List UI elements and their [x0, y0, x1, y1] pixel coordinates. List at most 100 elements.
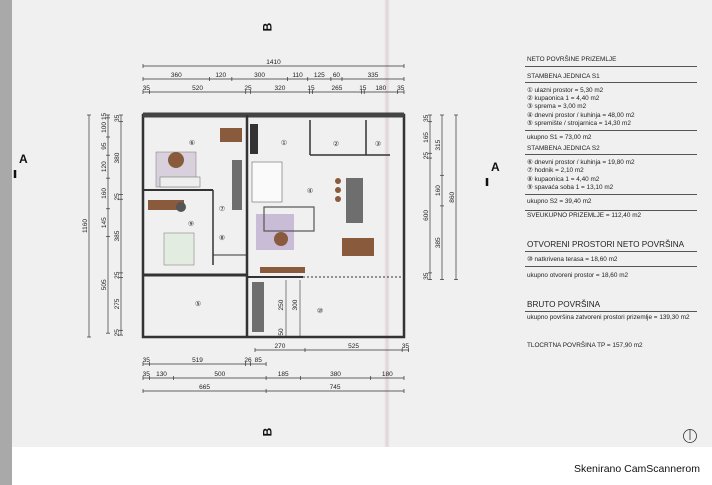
cabinet — [250, 124, 258, 154]
room-number: ② — [333, 140, 339, 148]
dimension-label: 25 — [114, 271, 121, 279]
terrace-dimension-label: 300 — [292, 299, 299, 310]
dimension-label: 145 — [101, 217, 108, 228]
dimension-label: 160 — [101, 188, 108, 199]
sofa-s2 — [159, 176, 201, 188]
dimension-label: 1410 — [266, 59, 281, 66]
dimension-label: 85 — [255, 357, 263, 364]
dimension-label: 385 — [435, 237, 442, 248]
divider — [525, 266, 697, 267]
dimension-label: 35 — [143, 357, 151, 364]
dimension-label: 25 — [114, 329, 121, 337]
dimension-label: 26 — [244, 357, 252, 364]
dimension-label: 35 — [143, 371, 151, 378]
s1-item: ① ulazni prostor = 5,30 m2 — [527, 87, 604, 94]
storage-counter — [252, 282, 264, 332]
dimension-label: 505 — [101, 279, 108, 290]
coffee-table-s2 — [168, 152, 184, 168]
dimension-label: 385 — [114, 230, 121, 241]
divider — [525, 130, 697, 131]
s1-item: ② kupaonica 1 = 4,40 m2 — [527, 95, 600, 102]
open-item: ⑩ natkrivena terasa = 18,60 m2 — [527, 256, 618, 263]
paper-fold — [384, 0, 390, 447]
staircase — [251, 161, 283, 203]
dimension-label: 500 — [214, 371, 225, 378]
s2-heading: STAMBENA JEDNICA S2 — [527, 145, 600, 152]
furniture — [148, 124, 374, 332]
dimension-label: 270 — [275, 343, 286, 350]
footprint: TLOCRTNA POVRŠINA TP = 157,90 m2 — [527, 342, 643, 349]
room-number: ⑥ — [189, 139, 195, 147]
terrace-dimension-label: 250 — [278, 299, 285, 310]
desk — [148, 200, 184, 210]
s1-item: ③ sprema = 3,00 m2 — [527, 103, 587, 110]
open-total: ukupno otvoreni prostor = 18,60 m2 — [527, 272, 629, 279]
dimension-label: 360 — [171, 72, 182, 79]
dimension-label: 380 — [114, 152, 121, 163]
kitchen-island — [346, 178, 363, 223]
bar-stool — [335, 196, 341, 202]
gross-item: ukupno površina zatvoreni prostori prize… — [527, 314, 690, 321]
dimension-label: 315 — [435, 139, 442, 150]
walls — [141, 112, 406, 339]
dimension-label: 130 — [156, 371, 167, 378]
dimension-label: 120 — [215, 72, 226, 79]
dining-table-s2 — [220, 128, 242, 142]
dimension-label: 335 — [368, 72, 379, 79]
dimension-label: 15 — [359, 85, 367, 92]
section-b-bottom: B — [260, 427, 275, 437]
section-a-left: A — [19, 152, 28, 166]
dimension-label: 125 — [314, 72, 325, 79]
bed — [163, 232, 195, 266]
bar-stool — [335, 178, 341, 184]
divider — [525, 311, 697, 312]
sofa-s1 — [263, 206, 315, 232]
dimension-label: 120 — [101, 161, 108, 172]
terrace-dimension-label: 50 — [278, 328, 285, 336]
s1-item: ④ dnevni prostor / kuhinja = 48,00 m2 — [527, 112, 635, 119]
coffee-table-s1 — [274, 232, 288, 246]
divider — [525, 82, 697, 83]
room-number: ⑨ — [188, 220, 194, 228]
s2-item: ⑥ dnevni prostor / kuhinja = 19,80 m2 — [527, 159, 635, 166]
room-number: ④ — [307, 187, 313, 195]
dimension-label: 35 — [423, 272, 430, 280]
scanner-watermark: Skenirano CamScannerom — [573, 463, 700, 475]
s1-total: ukupno S1 = 73,00 m2 — [527, 134, 592, 141]
dimension-label: 275 — [114, 298, 121, 309]
dimension-label: 165 — [423, 132, 430, 143]
dimension-label: 15 — [307, 85, 315, 92]
section-a-right: A — [491, 160, 500, 174]
gross-heading: BRUTO POVRŠINA — [527, 300, 601, 309]
chair — [176, 202, 186, 212]
dimension-label: 320 — [275, 85, 286, 92]
dimension-label: 300 — [254, 72, 265, 79]
dimension-label: 180 — [382, 371, 393, 378]
dimension-label: 35 — [397, 85, 405, 92]
s1-item: ⑤ spremište / strojarnica = 14,30 m2 — [527, 120, 631, 127]
legend-title: NETO POVRŠINE PRIZEMLJE — [527, 56, 617, 63]
room-number: ⑤ — [195, 300, 201, 308]
dimension-label: 1160 — [82, 219, 89, 233]
room-number: ⑩ — [317, 307, 323, 315]
dimension-label: 185 — [278, 371, 289, 378]
dimension-label: 525 — [348, 343, 359, 350]
dimension-label: 745 — [330, 384, 341, 391]
grand-total: SVEUKUPNO PRIZEMLJE = 112,40 m2 — [527, 212, 642, 219]
dimension-label: 60 — [333, 72, 341, 79]
room-number: ③ — [375, 140, 381, 148]
divider — [525, 251, 697, 252]
dimension-label: 520 — [192, 85, 203, 92]
dimension-label: 25 — [423, 152, 430, 160]
sideboard — [260, 267, 305, 273]
s2-item: ⑧ kupaonica 1 = 4,40 m2 — [527, 176, 600, 183]
dimension-label: 95 — [101, 142, 108, 150]
s2-item: ⑨ spavaća soba 1 = 13,10 m2 — [527, 184, 614, 191]
room-number: ① — [281, 139, 287, 147]
dimension-label: 100 — [101, 122, 108, 133]
dimension-label: 25 — [114, 193, 121, 201]
dimension-label: 15 — [101, 112, 108, 120]
dimension-label: 860 — [449, 191, 456, 202]
